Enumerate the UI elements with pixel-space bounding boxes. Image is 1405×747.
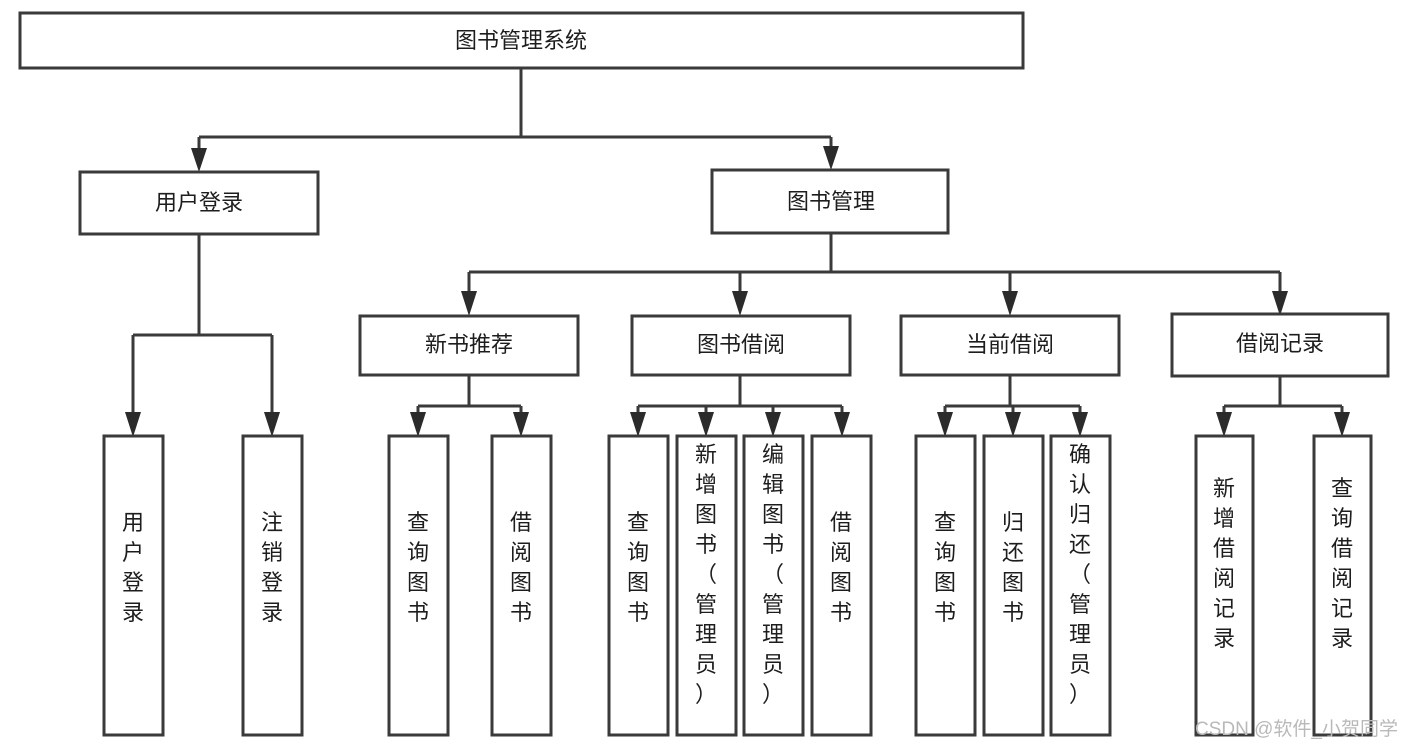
arrow-head-bookborrow — [732, 291, 748, 316]
node-book-borrow[interactable]: 图书借阅 — [630, 314, 852, 377]
node-current-borrow-box[interactable] — [899, 314, 1121, 377]
leaf-borrow-record-2-label: 查询借阅记录 — [1331, 476, 1353, 651]
arrow-head-leaf-newbook-2 — [513, 412, 529, 437]
arrow-head-leaf-bookborrow-3 — [765, 412, 781, 437]
arrow-head-leaf-user-login-2 — [264, 412, 280, 437]
node-borrow-record-box[interactable] — [1170, 312, 1390, 378]
leaf-current-borrow-1-label: 查询图书 — [934, 510, 956, 625]
leaf-book-borrow-3-label: 编辑图书（管理员） — [762, 442, 784, 707]
node-current-borrow[interactable]: 当前借阅 — [899, 314, 1121, 377]
node-new-book-recommend-label: 新书推荐 — [425, 332, 513, 357]
connector-group-root — [191, 68, 839, 172]
leaf-borrow-record-2-box[interactable] — [1312, 434, 1373, 737]
node-root-box[interactable] — [18, 11, 1025, 70]
csdn-watermark: CSDN @软件_小贺同学 — [1195, 718, 1398, 740]
node-borrow-record[interactable]: 借阅记录 — [1170, 312, 1390, 378]
leaf-book-borrow-1[interactable]: 查询图书 — [607, 434, 670, 737]
leaf-current-borrow-3-label: 确认归还（管理员） — [1069, 442, 1091, 707]
node-book-borrow-box[interactable] — [630, 314, 852, 377]
leaf-book-borrow-2-box[interactable] — [675, 434, 738, 737]
arrow-head-leaf-user-login-1 — [125, 412, 141, 437]
leaf-new-book-2-box[interactable] — [490, 434, 553, 737]
leaf-book-borrow-2[interactable]: 新增图书（管理员） — [675, 434, 738, 737]
node-user-login-label: 用户登录 — [155, 190, 243, 215]
arrow-head-bookmgmt — [823, 146, 839, 170]
node-book-borrow-label: 图书借阅 — [697, 332, 785, 357]
leaf-current-borrow-2-box[interactable] — [982, 434, 1045, 737]
leaf-book-borrow-4-box[interactable] — [810, 434, 873, 737]
node-user-login-box[interactable] — [78, 170, 320, 236]
leaf-new-book-1[interactable]: 查询图书 — [387, 434, 450, 737]
leaf-borrow-record-1-label: 新增借阅记录 — [1213, 476, 1235, 651]
node-root-label: 图书管理系统 — [455, 28, 587, 53]
leaf-current-borrow-1[interactable]: 查询图书 — [914, 434, 977, 737]
leaf-user-login-1[interactable]: 用户登录 — [102, 434, 165, 737]
arrow-head-leaf-currentborrow-1 — [937, 412, 953, 437]
connector-group-bookborrow — [630, 375, 850, 437]
leaf-new-book-1-box[interactable] — [387, 434, 450, 737]
node-root[interactable]: 图书管理系统 — [18, 11, 1025, 70]
leaf-current-borrow-2-label: 归还图书 — [1002, 510, 1024, 625]
arrow-head-currentborrow — [1002, 291, 1018, 316]
node-user-login[interactable]: 用户登录 — [78, 170, 320, 236]
arrow-head-borrowrecord — [1272, 291, 1288, 316]
leaf-current-borrow-1-box[interactable] — [914, 434, 977, 737]
leaf-user-login-1-box[interactable] — [102, 434, 165, 737]
arrow-head-leaf-currentborrow-2 — [1005, 412, 1021, 437]
leaf-borrow-record-1[interactable]: 新增借阅记录 — [1194, 434, 1255, 737]
node-current-borrow-label: 当前借阅 — [966, 332, 1054, 357]
leaf-book-borrow-2-label: 新增图书（管理员） — [695, 442, 717, 707]
leaf-borrow-record-2[interactable]: 查询借阅记录 — [1312, 434, 1373, 737]
connector-group-newbook — [410, 375, 529, 437]
leaf-current-borrow-3-box[interactable] — [1049, 434, 1112, 737]
node-new-book-recommend-box[interactable] — [358, 314, 580, 377]
node-book-management[interactable]: 图书管理 — [710, 168, 950, 235]
connector-group-bookmgmt — [461, 233, 1288, 316]
arrow-head-leaf-newbook-1 — [410, 412, 426, 437]
leaf-user-login-2-box[interactable] — [241, 434, 304, 737]
node-new-book-recommend[interactable]: 新书推荐 — [358, 314, 580, 377]
arrow-head-newbook — [461, 291, 477, 316]
connector-group-borrowrecord — [1216, 376, 1350, 437]
leaf-book-borrow-3-box[interactable] — [742, 434, 805, 737]
arrow-head-leaf-bookborrow-4 — [834, 412, 850, 437]
arrow-head-leaf-bookborrow-1 — [630, 412, 646, 437]
leaf-new-book-1-label: 查询图书 — [407, 510, 429, 625]
leaf-user-login-2[interactable]: 注销登录 — [241, 434, 304, 737]
arrow-head-leaf-currentborrow-3 — [1072, 412, 1088, 437]
arrow-head-userlogin — [191, 148, 207, 172]
leaf-book-borrow-4-label: 借阅图书 — [830, 510, 852, 625]
leaf-user-login-1-label: 用户登录 — [122, 510, 144, 625]
arrow-head-leaf-borrowrecord-2 — [1334, 412, 1350, 437]
leaf-current-borrow-3[interactable]: 确认归还（管理员） — [1049, 434, 1112, 737]
leaf-current-borrow-2[interactable]: 归还图书 — [982, 434, 1045, 737]
node-borrow-record-label: 借阅记录 — [1236, 331, 1324, 356]
arrow-head-leaf-borrowrecord-1 — [1216, 412, 1232, 437]
leaf-book-borrow-4[interactable]: 借阅图书 — [810, 434, 873, 737]
leaf-book-borrow-3[interactable]: 编辑图书（管理员） — [742, 434, 805, 737]
leaf-book-borrow-1-box[interactable] — [607, 434, 670, 737]
arrow-head-leaf-bookborrow-2 — [698, 412, 714, 437]
leaf-new-book-2-label: 借阅图书 — [510, 510, 532, 625]
leaf-book-borrow-1-label: 查询图书 — [627, 510, 649, 625]
connector-group-userlogin — [125, 234, 280, 437]
leaf-borrow-record-1-box[interactable] — [1194, 434, 1255, 737]
leaf-user-login-2-label: 注销登录 — [261, 510, 283, 625]
connector-group-currentborrow — [937, 375, 1088, 437]
leaf-new-book-2[interactable]: 借阅图书 — [490, 434, 553, 737]
node-book-management-box[interactable] — [710, 168, 950, 235]
node-book-management-label: 图书管理 — [787, 189, 875, 214]
